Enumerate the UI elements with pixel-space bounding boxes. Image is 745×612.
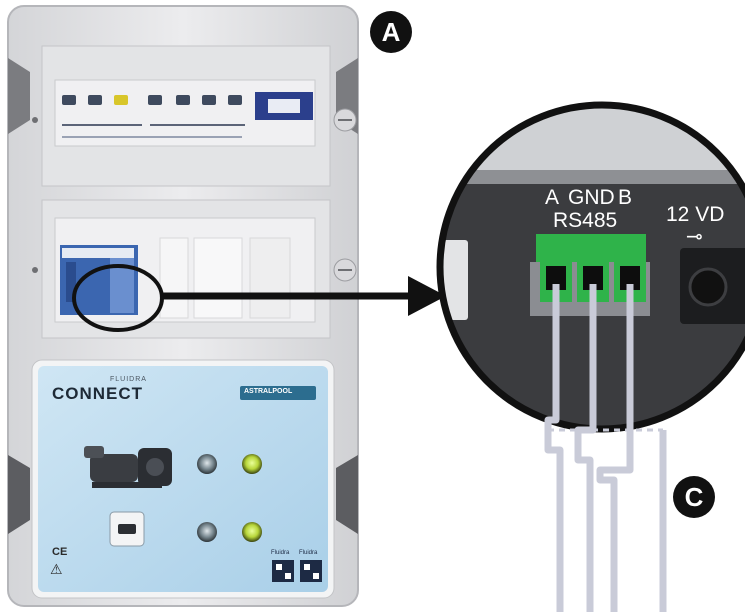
callout-badge-c bbox=[673, 476, 715, 518]
brand-small: FLUIDRA bbox=[110, 376, 147, 383]
qr-code-1 bbox=[272, 560, 294, 582]
pump-icon bbox=[84, 446, 172, 488]
callout-label-a: A bbox=[381, 17, 401, 47]
callout-label-c: C bbox=[684, 482, 704, 512]
partner-logo: ASTRALPOOL bbox=[244, 388, 293, 395]
zoom-circle-border bbox=[436, 101, 745, 433]
pin-label-a: A bbox=[545, 186, 560, 209]
power-label: 12 VD bbox=[666, 203, 725, 226]
zoom-detail bbox=[436, 101, 745, 433]
breaker-row bbox=[62, 95, 242, 105]
warning-icon: ⚠ bbox=[50, 561, 63, 577]
qr-label-2: Fluidra bbox=[299, 550, 318, 556]
indicator-lamp-4 bbox=[242, 522, 262, 542]
brand-main: CONNECT bbox=[52, 384, 144, 403]
cable-a bbox=[544, 284, 564, 612]
timer-icon bbox=[109, 511, 145, 547]
control-panel bbox=[31, 359, 335, 599]
callout-badge-a bbox=[370, 11, 412, 53]
qr-code-2 bbox=[300, 560, 322, 582]
power-jack-symbol: ⊸ bbox=[686, 226, 703, 248]
qr-label-1: Fluidra bbox=[271, 550, 290, 556]
cable-b bbox=[596, 284, 634, 612]
side-connector bbox=[442, 240, 468, 320]
rs485-cables bbox=[544, 284, 667, 612]
pin-label-gnd: GND bbox=[568, 186, 615, 209]
middle-module-row bbox=[32, 199, 357, 339]
indicator-lamp-2 bbox=[242, 454, 262, 474]
indicator-lamp-3 bbox=[197, 522, 217, 542]
indicator-lamp-1 bbox=[197, 454, 217, 474]
bus-name-label: RS485 bbox=[553, 209, 618, 232]
partner-logo-box bbox=[240, 386, 316, 400]
cable-gnd bbox=[574, 284, 597, 612]
ce-mark: CE bbox=[52, 546, 68, 558]
upper-module-row bbox=[32, 45, 357, 187]
pointer-arrowhead-icon bbox=[408, 276, 446, 316]
electrical-cabinet bbox=[7, 5, 359, 607]
pin-label-b: B bbox=[618, 186, 633, 209]
